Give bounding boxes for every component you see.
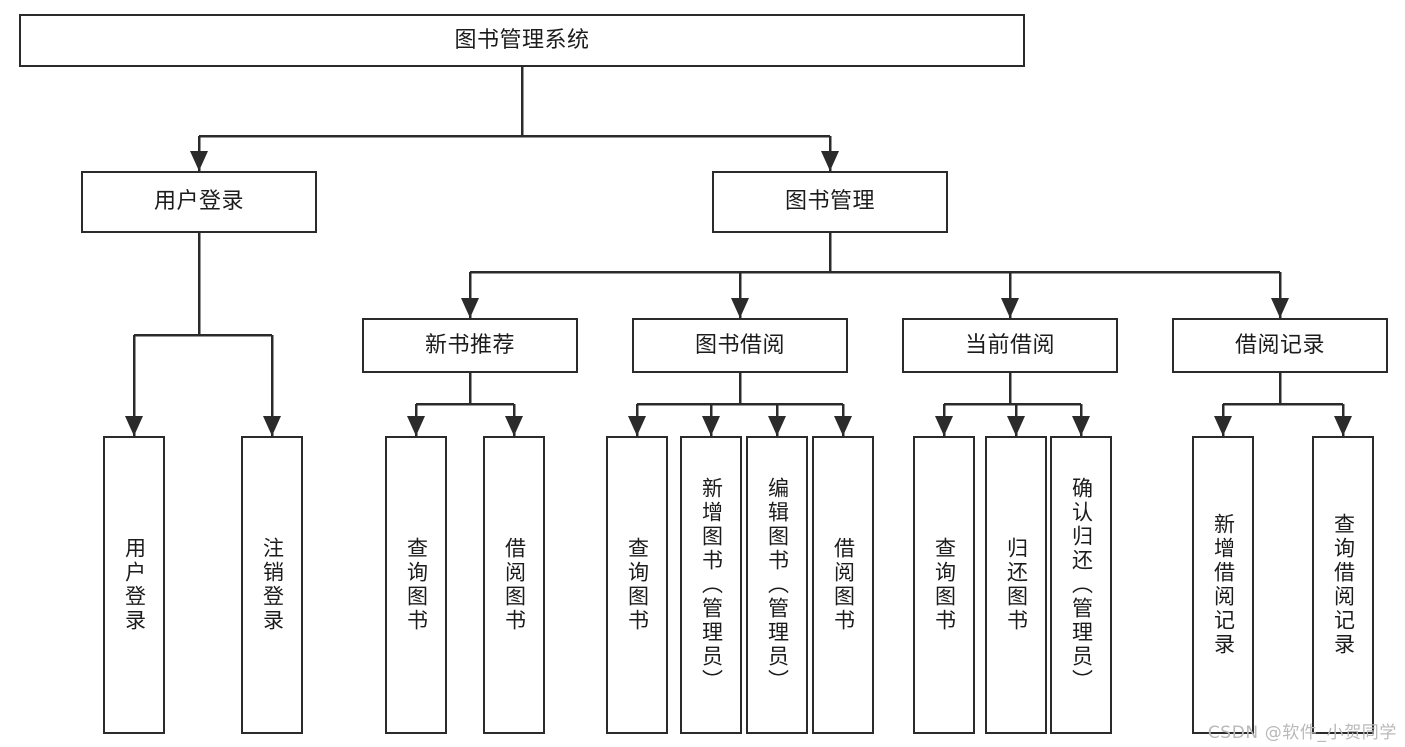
node-label: 注销登录 bbox=[260, 537, 285, 633]
arrowhead-icon bbox=[834, 416, 852, 436]
arrowhead-icon bbox=[702, 416, 720, 436]
arrowhead-icon bbox=[1334, 416, 1352, 436]
arrowhead-icon bbox=[407, 416, 425, 436]
node-label: 查询借阅记录 bbox=[1331, 513, 1356, 657]
node-label: 借阅图书 bbox=[831, 537, 856, 633]
node-leaf-bb-edit[interactable]: 编辑图书（管理员） bbox=[746, 436, 808, 734]
node-leaf-bb-query[interactable]: 查询图书 bbox=[606, 436, 668, 734]
node-leaf-rec-query[interactable]: 查询图书 bbox=[385, 436, 447, 734]
node-label: 新增图书（管理员） bbox=[699, 477, 724, 693]
node-leaf-br-add[interactable]: 新增借阅记录 bbox=[1192, 436, 1254, 734]
node-label: 查询图书 bbox=[625, 537, 650, 633]
node-label: 查询图书 bbox=[404, 537, 429, 633]
node-current-borrow[interactable]: 当前借阅 bbox=[902, 318, 1118, 373]
node-new-book-rec[interactable]: 新书推荐 bbox=[362, 318, 578, 373]
node-book-borrow[interactable]: 图书借阅 bbox=[632, 318, 848, 373]
node-label: 查询图书 bbox=[932, 537, 957, 633]
node-leaf-cb-return[interactable]: 归还图书 bbox=[985, 436, 1047, 734]
arrowhead-icon bbox=[505, 416, 523, 436]
node-borrow-record[interactable]: 借阅记录 bbox=[1172, 318, 1388, 373]
node-user-login[interactable]: 用户登录 bbox=[81, 171, 317, 233]
node-label: 图书管理系统 bbox=[454, 27, 590, 53]
node-leaf-cb-confirm[interactable]: 确认归还（管理员） bbox=[1050, 436, 1112, 734]
node-label: 归还图书 bbox=[1004, 537, 1029, 633]
node-label: 新书推荐 bbox=[424, 332, 515, 358]
arrowhead-icon bbox=[935, 416, 953, 436]
node-label: 用户登录 bbox=[153, 189, 244, 215]
node-leaf-rec-borrow[interactable]: 借阅图书 bbox=[483, 436, 545, 734]
arrowhead-icon bbox=[190, 151, 208, 171]
arrowhead-icon bbox=[1007, 416, 1025, 436]
arrowhead-icon bbox=[628, 416, 646, 436]
node-root[interactable]: 图书管理系统 bbox=[19, 14, 1025, 67]
node-leaf-bb-borrow[interactable]: 借阅图书 bbox=[812, 436, 874, 734]
node-leaf-user-login[interactable]: 用户登录 bbox=[103, 436, 165, 734]
csdn-watermark: CSDN @软件_小贺同学 bbox=[1207, 723, 1397, 743]
node-leaf-cb-query[interactable]: 查询图书 bbox=[913, 436, 975, 734]
arrowhead-icon bbox=[461, 298, 479, 318]
node-label: 用户登录 bbox=[122, 537, 147, 633]
node-label: 编辑图书（管理员） bbox=[765, 477, 790, 693]
node-leaf-bb-add[interactable]: 新增图书（管理员） bbox=[680, 436, 742, 734]
node-label: 当前借阅 bbox=[964, 332, 1055, 358]
arrowhead-icon bbox=[1214, 416, 1232, 436]
arrowhead-icon bbox=[1072, 416, 1090, 436]
node-leaf-br-query[interactable]: 查询借阅记录 bbox=[1312, 436, 1374, 734]
node-label: 借阅记录 bbox=[1234, 332, 1325, 358]
arrowhead-icon bbox=[821, 151, 839, 171]
arrowhead-icon bbox=[1001, 298, 1019, 318]
arrowhead-icon bbox=[731, 298, 749, 318]
node-label: 确认归还（管理员） bbox=[1069, 477, 1094, 693]
arrowhead-icon bbox=[263, 416, 281, 436]
node-label: 图书管理 bbox=[784, 189, 875, 215]
node-label: 新增借阅记录 bbox=[1211, 513, 1236, 657]
arrowhead-icon bbox=[1271, 298, 1289, 318]
arrowhead-icon bbox=[125, 416, 143, 436]
node-label: 图书借阅 bbox=[694, 332, 785, 358]
node-leaf-logout[interactable]: 注销登录 bbox=[241, 436, 303, 734]
node-book-manage[interactable]: 图书管理 bbox=[712, 171, 948, 233]
node-label: 借阅图书 bbox=[502, 537, 527, 633]
arrowhead-icon bbox=[768, 416, 786, 436]
